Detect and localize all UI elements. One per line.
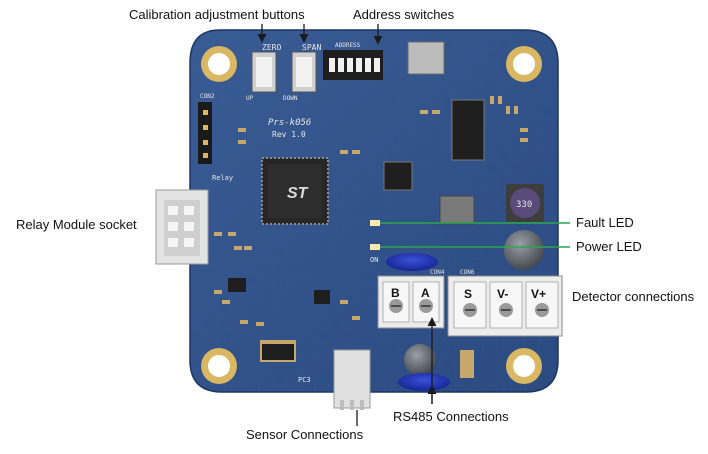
ic-small: [314, 290, 330, 304]
ic-small-left: [228, 278, 246, 292]
up-label: UP: [246, 95, 254, 102]
sensor-connections-label: Sensor Connections: [246, 427, 364, 442]
on-label: ON: [370, 256, 378, 264]
ic-bottom-left: [262, 344, 294, 360]
calibration-buttons[interactable]: ZERO SPAN UP DOWN: [246, 43, 321, 102]
terminal-v-minus: V-: [497, 287, 508, 301]
regulator: [407, 41, 445, 75]
fault-led-label: Fault LED: [576, 215, 634, 230]
svg-text:Relay: Relay: [212, 174, 233, 182]
address-switches-label: Address switches: [353, 7, 455, 22]
fault-led: [370, 220, 380, 226]
ic-regulator: [439, 195, 475, 225]
calibration-buttons-label: Calibration adjustment buttons: [129, 7, 305, 22]
terminal-s: S: [464, 287, 472, 301]
address-label: ADDRESS: [335, 42, 361, 49]
detector-terminal-block: S V- V+: [447, 275, 563, 337]
power-led-label: Power LED: [576, 239, 642, 254]
inductor: 330: [506, 184, 544, 222]
terminal-b: B: [391, 286, 400, 300]
revision: Rev 1.0: [272, 130, 306, 139]
led-lines: [380, 222, 570, 248]
con2-header: CON2: [198, 93, 215, 164]
callout-arrows: [257, 24, 437, 426]
con6-label: CON6: [460, 269, 475, 276]
detector-connections-label: Detector connections: [572, 289, 695, 304]
relay-socket-label: Relay Module socket: [16, 217, 137, 232]
address-switch[interactable]: ADDRESS: [323, 42, 383, 80]
power-led: [370, 244, 380, 250]
pcb-board: [179, 29, 559, 393]
capacitor-small: [404, 344, 436, 376]
down-label: DOWN: [283, 95, 298, 102]
blue-capacitor-top: [386, 253, 438, 271]
sensor-connector: [333, 349, 371, 410]
part-number: Prs-k056: [268, 118, 311, 128]
rs485-terminal-block: B A: [377, 275, 445, 329]
zero-label: ZERO: [262, 43, 281, 52]
capacitor-large: [504, 230, 544, 270]
ic-mid: [383, 161, 413, 191]
st-logo: ST: [287, 185, 309, 202]
span-label: SPAN: [302, 43, 321, 52]
relay-socket: Relay: [155, 174, 233, 265]
mounting-holes: [201, 46, 542, 384]
ic-right: [451, 99, 485, 161]
mcu-chip: ST: [261, 157, 329, 225]
terminal-v-plus: V+: [531, 287, 546, 301]
con4-label: CON4: [430, 269, 445, 276]
terminal-a: A: [421, 286, 430, 300]
svg-text:330: 330: [516, 200, 532, 210]
blue-capacitor-bottom: [398, 373, 450, 391]
pc3-label: PC3: [298, 376, 311, 384]
rs485-connections-label: RS485 Connections: [393, 409, 509, 424]
svg-text:CON2: CON2: [200, 93, 215, 100]
